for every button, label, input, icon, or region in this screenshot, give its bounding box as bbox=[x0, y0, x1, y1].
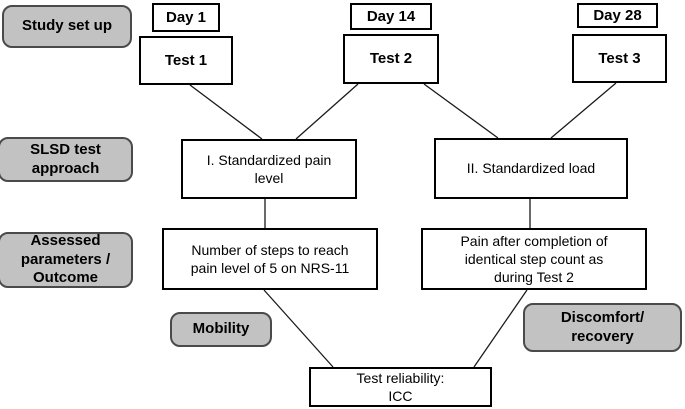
line-steps-to-reliability bbox=[263, 289, 334, 368]
row-label-slsd-test-approach: SLSD test approach bbox=[0, 137, 133, 182]
line-test2-to-load bbox=[423, 83, 499, 139]
test-reliability-icc-box: Test reliability: ICC bbox=[309, 367, 492, 407]
row-label-study-setup: Study set up bbox=[2, 5, 132, 48]
line-test1-to-pain-level bbox=[189, 84, 263, 140]
line-pain-after-to-reliability bbox=[473, 289, 528, 368]
day-1-box: Day 1 bbox=[152, 3, 220, 32]
test-2-box: Test 2 bbox=[343, 34, 439, 84]
approach-standardized-pain-level-box: I. Standardized pain level bbox=[181, 139, 357, 199]
tag-discomfort-recovery: Discomfort/ recovery bbox=[523, 303, 682, 352]
line-test3-to-load bbox=[550, 82, 617, 139]
tag-mobility: Mobility bbox=[170, 312, 272, 347]
day-28-box: Day 28 bbox=[577, 3, 658, 28]
approach-standardized-load-box: II. Standardized load bbox=[434, 138, 628, 199]
outcome-pain-after-steps-box: Pain after completion of identical step … bbox=[421, 228, 647, 290]
day-14-box: Day 14 bbox=[350, 3, 432, 30]
test-1-box: Test 1 bbox=[139, 36, 233, 85]
outcome-steps-to-pain-box: Number of steps to reach pain level of 5… bbox=[162, 228, 378, 290]
test-3-box: Test 3 bbox=[572, 34, 667, 83]
line-test2-to-pain-level bbox=[295, 83, 359, 140]
row-label-assessed-parameters: Assessed parameters / Outcome bbox=[0, 232, 133, 288]
